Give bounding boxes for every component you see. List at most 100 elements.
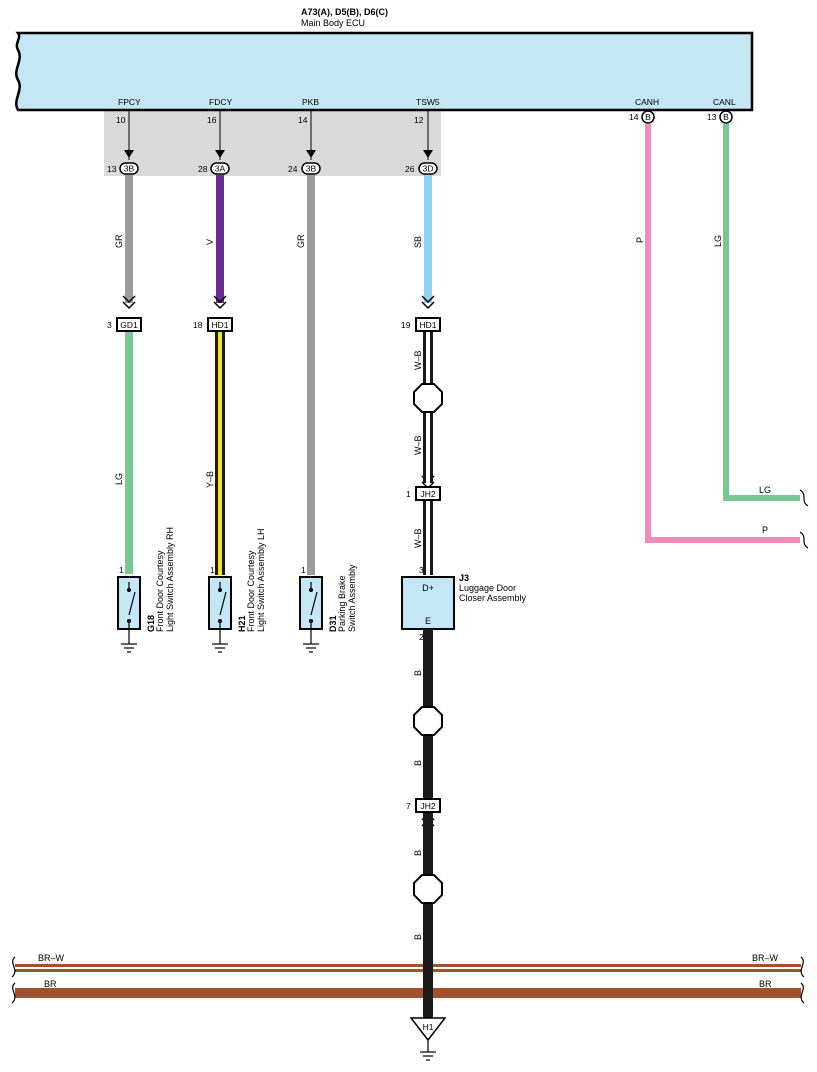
junction-code-gd1: GD1 — [120, 320, 138, 330]
closer-pin-top: 3 — [419, 565, 424, 575]
wire-label-w4a: SB — [413, 236, 423, 248]
switch-captions: G18 Front Door Courtesy Light Switch Ass… — [146, 527, 357, 632]
break-p — [799, 531, 809, 549]
wire-sb — [424, 175, 432, 303]
break-lg — [799, 489, 809, 507]
wire-v — [216, 175, 224, 303]
wire-labels: GR V GR SB P LG LG Y–B W–B W–B W–B B B B… — [114, 234, 723, 940]
connector-code-2: 3A — [215, 164, 226, 174]
bus-br-w-label-left: BR–W — [38, 953, 65, 963]
wire-label-g3: B — [413, 850, 423, 856]
connector-num-2: 28 — [198, 164, 208, 174]
caption-d31-line2: Switch Assembly — [347, 564, 357, 632]
canh-connector: B — [645, 112, 651, 122]
closer-code: J3 — [459, 573, 469, 583]
pin-label-fpcy: FPCY — [118, 97, 141, 107]
wire-label-w4c: W–B — [413, 435, 423, 455]
switch-g18-pin: 1 — [119, 565, 124, 575]
junction-num-hd1-a: 18 — [193, 320, 203, 330]
wire-label-canh: P — [635, 237, 645, 243]
pin-num-tsw5: 12 — [414, 115, 424, 125]
luggage-door-closer: 3 D+ E 2 J3 Luggage Door Closer Assembly — [401, 565, 527, 642]
connector-band — [104, 110, 441, 176]
splice-2 — [413, 706, 443, 736]
can-terminals: B B — [641, 110, 733, 124]
bus-br-label-right: BR — [759, 979, 772, 989]
caption-d31-line1: Parking Brake — [337, 575, 347, 632]
caption-h21-line2: Light Switch Assembly LH — [256, 528, 266, 632]
wire-y-b — [215, 332, 225, 575]
wire-w-b — [423, 332, 433, 575]
pin-label-canh: CANH — [635, 97, 659, 107]
closer-term-bottom: E — [425, 616, 431, 626]
wire-label-canl: LG — [713, 235, 723, 247]
wire-label-w1a: GR — [114, 234, 124, 248]
ecu-box — [15, 31, 754, 112]
bus-br-w-top — [15, 964, 801, 967]
canl-connector: B — [723, 112, 729, 122]
ecu-code: A73(A), D5(B), D6(C) — [301, 7, 388, 17]
ecu-name: Main Body ECU — [301, 18, 365, 28]
wire-label-g1: B — [413, 670, 423, 676]
splice-1 — [413, 383, 443, 413]
right-wire-p-label: P — [762, 525, 768, 535]
junction-num-jh2-a: 1 — [406, 489, 411, 499]
wire-label-w1b: LG — [114, 473, 124, 485]
caption-g18-line1: Front Door Courtesy — [155, 550, 165, 632]
bus-br-w-bottom — [15, 969, 801, 972]
wire-label-w2b: Y–B — [205, 471, 215, 488]
bus-br — [15, 988, 801, 998]
junction-code-jh2-b: JH2 — [420, 801, 435, 811]
right-wire-lg-label: LG — [759, 485, 771, 495]
bus-lines: BR–W BR–W BR BR — [11, 953, 805, 1004]
ground-h1: H1 — [409, 1017, 447, 1061]
wire-label-w4d: W–B — [413, 528, 423, 548]
connector-num-4: 26 — [405, 164, 415, 174]
caption-h21-code: H21 — [237, 615, 247, 632]
splice-3 — [413, 874, 443, 904]
pin-label-canl: CANL — [713, 97, 736, 107]
junction-num-gd1: 3 — [107, 320, 112, 330]
pin-num-pkb: 14 — [298, 115, 308, 125]
junction-num-jh2-b: 7 — [406, 801, 411, 811]
closer-term-top: D+ — [422, 583, 434, 593]
wire-gr-pkb — [307, 175, 315, 575]
wire-canh — [645, 124, 800, 543]
wire-gr-1 — [125, 175, 133, 303]
connector-num-3: 24 — [288, 164, 298, 174]
junction-code-hd1-b: HD1 — [419, 320, 436, 330]
caption-d31-code: D31 — [328, 615, 338, 632]
bus-br-w-label-right: BR–W — [752, 953, 779, 963]
caption-g18-line2: Light Switch Assembly RH — [165, 527, 175, 632]
caption-g18-code: G18 — [146, 615, 156, 632]
connector-code-1: 3B — [124, 164, 135, 174]
wire-label-w3: GR — [296, 234, 306, 248]
junction-code-jh2-a: JH2 — [420, 489, 435, 499]
switch-h21-pin: 1 — [210, 565, 215, 575]
closer-pin-bottom: 2 — [419, 632, 424, 642]
junction-row-1: GD1 3 HD1 18 HD1 19 — [107, 317, 441, 332]
pin-label-fdcy: FDCY — [209, 97, 232, 107]
wire-b — [423, 629, 433, 1018]
pin-num-fpcy: 10 — [116, 115, 126, 125]
closer-line2: Closer Assembly — [459, 593, 527, 603]
pin-label-pkb: PKB — [302, 97, 319, 107]
pin-num-canl: 13 — [707, 112, 717, 122]
ground-h1-label: H1 — [423, 1022, 434, 1032]
wire-b-over-bus — [423, 960, 433, 1018]
junction-code-hd1-a: HD1 — [211, 320, 228, 330]
connector-code-3: 3B — [306, 164, 317, 174]
wire-lg-1 — [125, 332, 133, 574]
connector-num-1: 13 — [107, 164, 117, 174]
connector-pills: 3B 13 3A 28 3B 24 3D 26 — [107, 162, 438, 175]
wire-label-w4b: W–B — [413, 350, 423, 370]
wire-canl — [723, 124, 800, 501]
pin-num-fdcy: 16 — [207, 115, 217, 125]
caption-h21-line1: Front Door Courtesy — [246, 550, 256, 632]
wire-label-g2: B — [413, 760, 423, 766]
ecu-pin-labels: FPCY FDCY PKB TSW5 CANH CANL 10 16 14 12… — [116, 97, 736, 125]
wire-label-g4: B — [413, 934, 423, 940]
switch-d31-pin: 1 — [301, 565, 306, 575]
pin-label-tsw5: TSW5 — [416, 97, 440, 107]
